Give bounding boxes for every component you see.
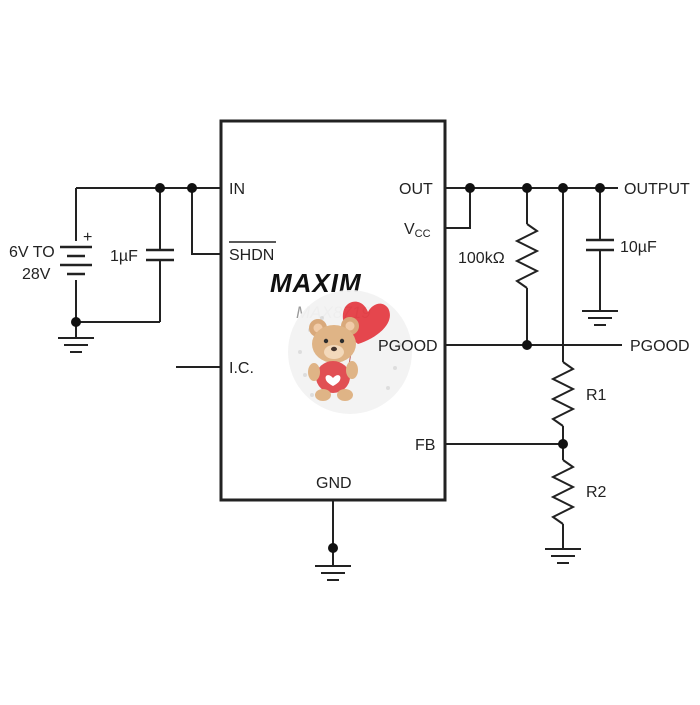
node-input-cap — [155, 183, 165, 193]
pin-vcc-label: VCC — [404, 221, 431, 240]
node-divider — [558, 183, 568, 193]
node-vcc-tie — [465, 183, 475, 193]
node-output-cap — [595, 183, 605, 193]
pullup-resistor — [514, 223, 540, 289]
divider-ground-symbol — [545, 548, 581, 564]
output-cap-label: 10µF — [620, 239, 657, 256]
output-cap-ground-symbol — [582, 310, 618, 326]
pin-gnd-label: GND — [316, 475, 352, 492]
r1-label: R1 — [586, 387, 607, 404]
resistor-r2 — [550, 459, 576, 525]
net-pgood-label: PGOOD — [630, 338, 690, 355]
teddy-bear-watermark — [288, 290, 412, 414]
input-cap-label: 1µF — [110, 248, 138, 265]
wire-vcc-tie — [445, 188, 471, 229]
resistor-r1 — [550, 361, 576, 427]
battery-plus-sign: + — [83, 229, 92, 246]
input-ground-symbol — [58, 337, 94, 353]
pin-ic-label: I.C. — [229, 360, 254, 377]
pin-fb-label: FB — [415, 437, 435, 454]
net-output-label: OUTPUT — [624, 181, 690, 198]
pin-out-label: OUT — [399, 181, 433, 198]
node-input-ground — [71, 317, 81, 327]
source-voltage-label-2: 28V — [22, 266, 51, 283]
node-shdn-tie — [187, 183, 197, 193]
node-pullup — [522, 183, 532, 193]
r2-label: R2 — [586, 484, 607, 501]
battery-symbol — [60, 245, 92, 276]
pullup-label: 100kΩ — [458, 250, 505, 267]
pin-in-label: IN — [229, 181, 245, 198]
source-voltage-label-1: 6V TO — [9, 244, 55, 261]
node-fb — [558, 439, 568, 449]
wire-shdn-tie — [191, 188, 221, 255]
node-pgood — [522, 340, 532, 350]
pin-pgood-label: PGOOD — [378, 338, 438, 355]
node-gnd — [328, 543, 338, 553]
ic-ground-symbol — [315, 565, 351, 581]
pin-shdn-label: SHDN — [229, 247, 274, 264]
